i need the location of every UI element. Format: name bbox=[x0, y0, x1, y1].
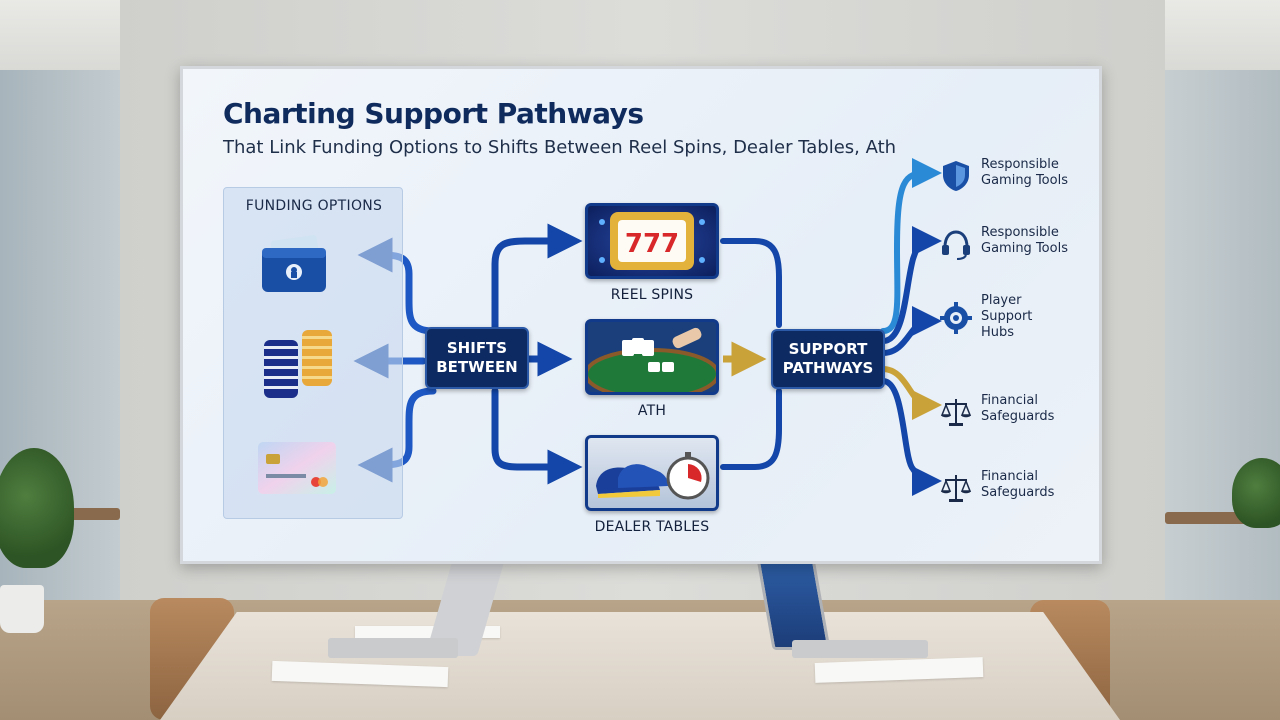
outcome-1-line1: Responsible bbox=[981, 157, 1059, 172]
outcome-3-line2: Support bbox=[981, 309, 1033, 324]
outcome-responsible-gaming-1: Responsible Gaming Tools bbox=[939, 157, 1099, 201]
gear-icon bbox=[940, 302, 972, 334]
outcome-4-line1: Financial bbox=[981, 393, 1038, 408]
arrows-to-support bbox=[720, 238, 782, 470]
credit-card-icon bbox=[258, 442, 336, 494]
headset-icon bbox=[942, 230, 970, 260]
laptop-left-base bbox=[328, 638, 458, 658]
funding-card bbox=[254, 428, 344, 508]
svg-text:777: 777 bbox=[625, 229, 679, 259]
flow-reel-to-support bbox=[720, 238, 782, 328]
arrow-to-outcome-4 bbox=[880, 366, 942, 420]
arrows-to-outcomes bbox=[880, 158, 942, 496]
outcome-financial-safeguards-2: Financial Safeguards bbox=[939, 469, 1099, 513]
outcome-text-4: Financial Safeguards bbox=[981, 393, 1099, 425]
casino-chips-icon bbox=[264, 330, 332, 398]
outcome-1-line2: Gaming Tools bbox=[981, 173, 1068, 188]
outcome-responsible-gaming-2: Responsible Gaming Tools bbox=[939, 225, 1099, 269]
outcome-5-line2: Safeguards bbox=[981, 485, 1055, 500]
laptop-right-base bbox=[792, 640, 928, 658]
arrow-to-outcome-1 bbox=[880, 158, 942, 334]
arrow-to-outcome-3 bbox=[880, 306, 942, 356]
shifts-between-line2: BETWEEN bbox=[436, 358, 518, 376]
game-label-ath: ATH bbox=[637, 403, 667, 419]
outcome-3-line1: Player bbox=[981, 293, 1022, 308]
game-label-reel-spins: REEL SPINS bbox=[610, 287, 694, 303]
outcome-2-line1: Responsible bbox=[981, 225, 1059, 240]
funding-options-label: FUNDING OPTIONS bbox=[245, 198, 383, 214]
outcome-5-line1: Financial bbox=[981, 469, 1038, 484]
game-label-dealer-tables: DEALER TABLES bbox=[594, 519, 710, 535]
window-right bbox=[1165, 70, 1280, 630]
flow-arrows bbox=[353, 158, 942, 496]
sneakers-stopwatch-icon bbox=[596, 452, 710, 500]
outcome-2-line2: Gaming Tools bbox=[981, 241, 1068, 256]
support-pathways-node: SUPPORT PATHWAYS bbox=[771, 329, 885, 389]
funding-wallet bbox=[254, 226, 344, 306]
diagram-subtitle: That Link Funding Options to Shifts Betw… bbox=[223, 137, 897, 158]
diagram-title: Charting Support Pathways bbox=[223, 97, 644, 130]
arrow-to-outcome-5 bbox=[880, 378, 942, 496]
plant-pot-left bbox=[0, 585, 44, 633]
presentation-screen: Charting Support Pathways That Link Fund… bbox=[180, 66, 1102, 564]
outcome-4-line2: Safeguards bbox=[981, 409, 1055, 424]
shield-icon bbox=[943, 161, 969, 191]
arrows-to-games bbox=[491, 223, 583, 485]
outcome-text-5: Financial Safeguards bbox=[981, 469, 1099, 501]
game-card-reel-spins: 777 bbox=[585, 203, 719, 279]
plant-left bbox=[0, 448, 74, 568]
outcome-3-line3: Hubs bbox=[981, 325, 1015, 340]
flow-dealer-to-support bbox=[720, 388, 782, 470]
shifts-between-line1: SHIFTS bbox=[446, 339, 508, 357]
slot-machine-icon: 777 bbox=[599, 212, 705, 270]
card-table-icon bbox=[588, 327, 716, 392]
outcome-text-3: Player Support Hubs bbox=[981, 293, 1099, 341]
arrow-to-dealer-tables bbox=[491, 387, 583, 485]
outcome-financial-safeguards-1: Financial Safeguards bbox=[939, 393, 1099, 437]
funding-options-panel: FUNDING OPTIONS bbox=[223, 187, 403, 519]
support-pathways-line1: SUPPORT bbox=[788, 340, 868, 358]
outcome-text-1: Responsible Gaming Tools bbox=[981, 157, 1099, 189]
support-pathways-line2: PATHWAYS bbox=[782, 359, 874, 377]
scales-icon bbox=[940, 399, 972, 426]
outcome-player-support-hubs: Player Support Hubs bbox=[939, 293, 1099, 340]
shifts-between-node: SHIFTS BETWEEN bbox=[425, 327, 529, 389]
funding-chips bbox=[254, 322, 344, 402]
arrow-to-reel-spins bbox=[491, 223, 583, 335]
wallet-icon bbox=[262, 235, 326, 292]
scales-icon bbox=[940, 475, 972, 502]
arrow-to-outcome-2 bbox=[880, 226, 942, 344]
plant-right bbox=[1232, 458, 1280, 528]
game-card-ath bbox=[585, 319, 719, 395]
game-card-dealer-tables bbox=[585, 435, 719, 511]
outcome-text-2: Responsible Gaming Tools bbox=[981, 225, 1099, 257]
